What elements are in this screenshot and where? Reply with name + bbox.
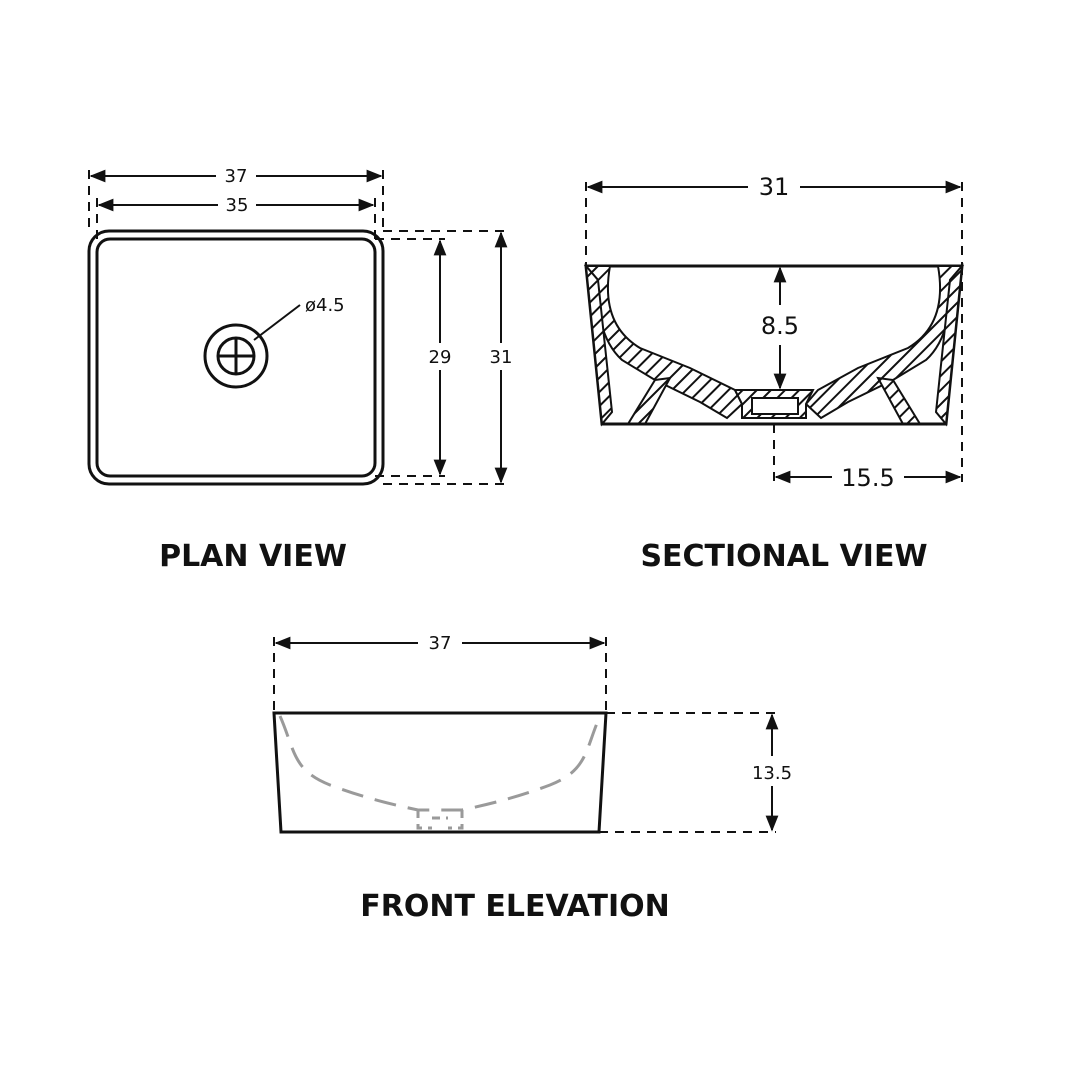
drain-leader-line — [253, 304, 301, 341]
section-width-31-dimension: 31 — [585, 173, 963, 266]
section-depth-8-5-dimension: 8.5 — [761, 266, 799, 390]
plan-view: ø4.5 37 35 29 — [87, 166, 513, 574]
plan-width-37-dimension: 37 — [88, 166, 384, 231]
plan-inner-depth-label: 29 — [429, 347, 452, 368]
plan-inner-bowl — [95, 237, 377, 478]
elevation-hidden-bowl — [278, 715, 602, 812]
section-hatch-right-rib — [876, 376, 922, 425]
section-half-width-15-5-dimension: 15.5 — [773, 266, 963, 492]
plan-view-title: PLAN VIEW — [159, 539, 347, 574]
front-elevation: 37 13.5 FRONT ELEVATION — [272, 633, 792, 924]
plan-inner-width-label: 35 — [226, 195, 249, 216]
plan-width-35-dimension: 35 — [96, 195, 376, 239]
plan-depth-31-dimension: 31 — [383, 230, 513, 485]
elevation-height-13-5-dimension: 13.5 — [599, 712, 792, 833]
plan-outer-rim — [87, 229, 385, 486]
drain-diameter-label: ø4.5 — [305, 295, 345, 316]
front-elevation-title: FRONT ELEVATION — [360, 889, 670, 924]
section-width-label: 31 — [759, 173, 790, 201]
plan-outer-depth-label: 31 — [490, 347, 513, 368]
section-half-width-label: 15.5 — [841, 464, 894, 492]
sectional-view: 31 8.5 15.5 SECTIONAL VIEW — [583, 173, 965, 574]
plan-depth-29-dimension: 29 — [375, 238, 452, 477]
elevation-height-label: 13.5 — [752, 763, 792, 784]
section-bowl-depth-label: 8.5 — [761, 312, 799, 340]
drain-icon — [203, 323, 269, 389]
sectional-view-title: SECTIONAL VIEW — [640, 539, 927, 574]
section-hatch-right-outer — [934, 262, 964, 427]
section-hatch-left-outer — [584, 262, 614, 427]
elevation-width-37-dimension: 37 — [273, 633, 607, 713]
elevation-hidden-drain — [416, 810, 464, 830]
section-hatch-left-rib — [626, 376, 672, 425]
elevation-width-label: 37 — [429, 633, 452, 654]
plan-outer-width-label: 37 — [225, 166, 248, 187]
elevation-outline — [272, 711, 608, 834]
